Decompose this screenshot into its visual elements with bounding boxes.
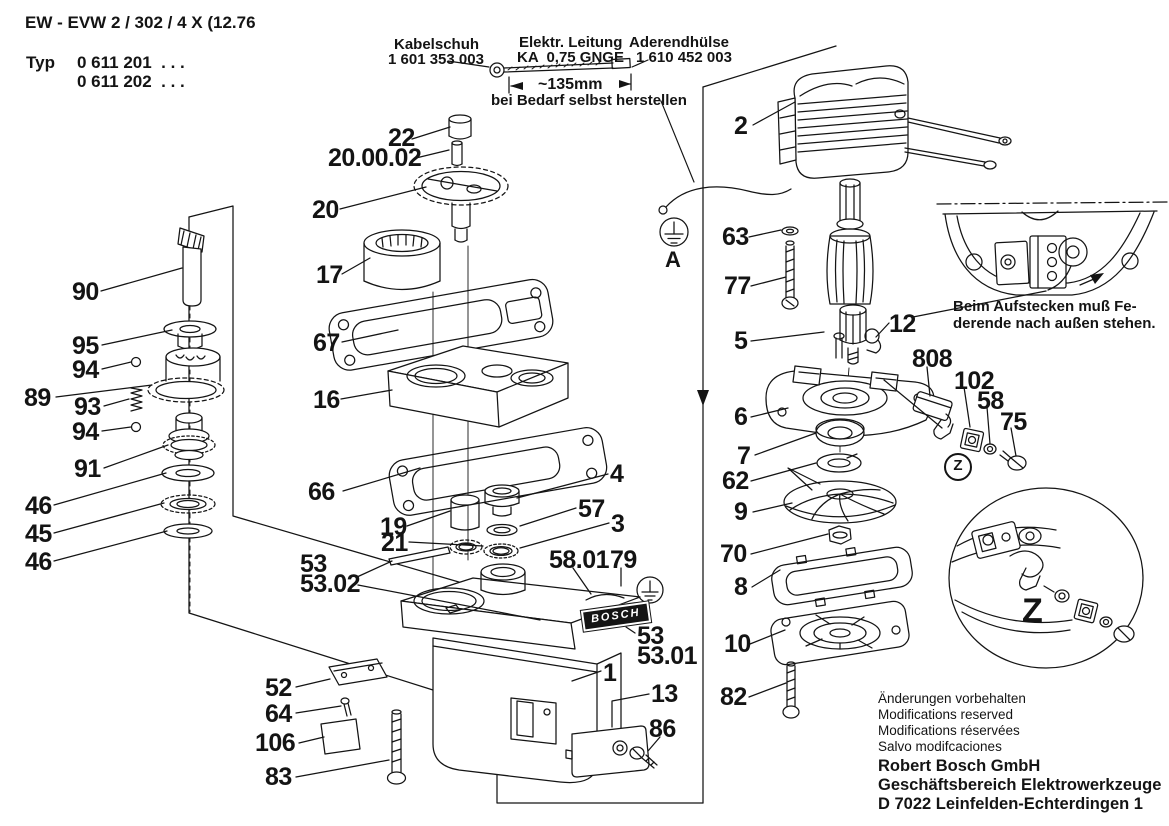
callout-3: 3 (611, 510, 625, 538)
company-division: Geschäftsbereich Elektrowerkzeuge (878, 776, 1162, 794)
notice-line-1: Änderungen vorbehalten (878, 691, 1026, 706)
cable-assembly-drawing (447, 57, 695, 183)
callout-53: 53 (300, 550, 327, 578)
callout-106: 106 (255, 729, 296, 757)
spring-note-line2: derende nach außen stehen. (953, 315, 1156, 332)
cable-length-dimension: ~135mm (538, 76, 603, 93)
callout-9: 9 (734, 498, 748, 526)
callout-67: 67 (313, 329, 340, 357)
callout-10: 10 (724, 630, 751, 658)
callout-2: 2 (734, 112, 748, 140)
callout-808: 808 (912, 345, 953, 373)
leader-lines (53, 101, 1047, 778)
left-gear-assembly-drawing (130, 227, 225, 613)
callout-6: 6 (734, 403, 748, 431)
mid-gear-assembly-drawing (328, 114, 608, 596)
detail-z-reference-mark: Z (944, 453, 972, 481)
callout-16: 16 (313, 386, 340, 414)
callout-86: 86 (649, 715, 676, 743)
cable-wire-spec: KA 0,75 GNGE (517, 49, 624, 66)
ground-symbol-a (659, 217, 689, 247)
inset-spring-detail-drawing (936, 201, 1169, 296)
callout-53.01: 53.01 (637, 642, 698, 670)
inset-z-detail-drawing (948, 487, 1144, 669)
callout-22: 22 (388, 124, 415, 152)
callout-89: 89 (24, 384, 51, 412)
callout-102: 102 (954, 367, 995, 395)
motor-housing-drawing (320, 563, 658, 785)
cable-wire-name: Elektr. Leitung (519, 34, 623, 51)
company-address: D 7022 Leinfelden-Echterdingen 1 (878, 795, 1143, 813)
callout-58: 58 (977, 387, 1004, 415)
callout-70: 70 (720, 540, 747, 568)
callout-46: 46 (25, 492, 52, 520)
callout-20: 20 (312, 196, 339, 224)
callout-94: 94 (72, 356, 99, 384)
callout-4: 4 (610, 460, 624, 488)
callout-1: 1 (603, 659, 617, 687)
callout-83: 83 (265, 763, 292, 791)
callout-53.02: 53.02 (300, 570, 361, 598)
callout-93: 93 (74, 393, 101, 421)
callout-52: 52 (265, 674, 292, 702)
cable-ferrule-number: 1 610 452 003 (636, 49, 732, 66)
right-motor-assembly-drawing (765, 65, 1012, 719)
callout-7: 7 (737, 442, 751, 470)
callout-53: 53 (637, 622, 664, 650)
callout-45: 45 (25, 520, 52, 548)
callout-75: 75 (1000, 408, 1027, 436)
model-title: EW - EVW 2 / 302 / 4 X (12.76 (25, 13, 256, 32)
callout-57: 57 (578, 495, 605, 523)
detail-z-mark: Z (1022, 592, 1043, 630)
callout-90: 90 (72, 278, 99, 306)
callout-64: 64 (265, 700, 292, 728)
typ-label: Typ (26, 53, 55, 72)
cable-ferrule-name: Aderendhülse (629, 34, 730, 51)
callout-77: 77 (724, 272, 751, 300)
callout-95: 95 (72, 332, 99, 360)
callout-79: 79 (610, 546, 637, 574)
callout-5: 5 (734, 327, 748, 355)
cable-lug-name: Kabelschuh (394, 36, 480, 53)
callout-58.01: 58.01 (549, 546, 610, 574)
typ-number-1: 0 611 201 . . . (77, 53, 185, 72)
callout-17: 17 (316, 261, 343, 289)
callout-62: 62 (722, 467, 749, 495)
cable-note: bei Bedarf selbst herstellen (491, 92, 687, 109)
spring-note-line1: Beim Aufstecken muß Fe- (953, 298, 1137, 315)
ground-wire-drawing (658, 186, 792, 215)
callout-13: 13 (651, 680, 678, 708)
assembly-direction-arrow (697, 390, 709, 406)
callout-12: 12 (889, 310, 916, 338)
callout-63: 63 (722, 223, 749, 251)
callout-66: 66 (308, 478, 335, 506)
callout-82: 82 (720, 683, 747, 711)
company-name: Robert Bosch GmbH (878, 757, 1041, 775)
callout-8: 8 (734, 573, 748, 601)
typ-number-2: 0 611 202 . . . (77, 72, 185, 91)
ground-mark-a: A (665, 247, 681, 272)
notice-line-2: Modifications reserved (878, 707, 1014, 722)
brush-fasteners-drawing (912, 391, 1027, 471)
notice-line-3: Modifications réservées (878, 723, 1020, 738)
callout-19: 19 (380, 513, 407, 541)
callout-91: 91 (74, 455, 101, 483)
ground-symbol-b (636, 576, 664, 604)
callout-21: 21 (381, 529, 408, 557)
cable-lug-number: 1 601 353 003 (388, 51, 484, 68)
callout-20.00.02: 20.00.02 (328, 144, 422, 172)
callout-46: 46 (25, 548, 52, 576)
callout-94: 94 (72, 418, 99, 446)
notice-line-4: Salvo modifcaciones (878, 739, 1002, 754)
